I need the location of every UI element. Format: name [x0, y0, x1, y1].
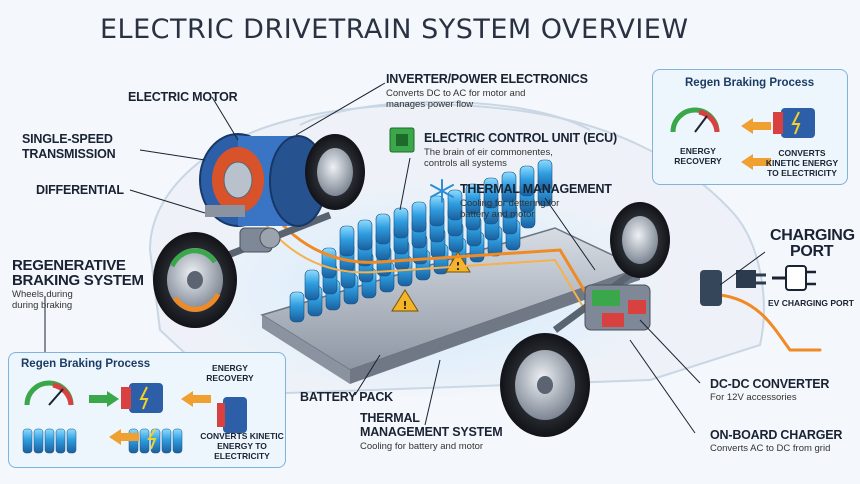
regen-box-converts: CONVERTS KINETIC ENERGY TO ELECTRICITY	[200, 431, 284, 461]
label-charging-2: PORT	[790, 243, 834, 260]
battery-cell	[161, 428, 172, 454]
svg-text:!: !	[402, 299, 407, 312]
rear-wheel-left	[500, 333, 590, 437]
battery-cell	[289, 291, 305, 323]
regen-box-title: Regen Braking Process	[21, 358, 151, 370]
motor-icon	[121, 383, 163, 413]
page-title: ELECTRIC DRIVETRAIN SYSTEM OVERVIEW	[100, 14, 689, 45]
label-ecu-desc: The brain of eir commonentes, controls a…	[424, 147, 553, 169]
label-ecu: ELECTRIC CONTROL UNIT (ECU)	[424, 131, 617, 145]
battery-cell	[411, 201, 427, 233]
regen-box-energy-recovery: ENERGY RECOVERY	[674, 146, 722, 166]
battery-cell	[66, 428, 77, 454]
label-charging-1: CHARGING	[770, 227, 855, 244]
label-battery-pack: BATTERY PACK	[300, 390, 393, 404]
battery-cell	[55, 428, 66, 454]
regen-process-box-top: Regen Braking Process ENERGY RECOVERY CO…	[652, 69, 848, 185]
battery-cell	[501, 171, 517, 203]
battery-cell	[33, 428, 44, 454]
battery-cell	[44, 428, 55, 454]
battery-icon	[22, 428, 183, 454]
label-inverter-desc: Converts DC to AC for motor and manages …	[386, 88, 526, 110]
motor-icon	[773, 108, 815, 138]
label-tms-desc: Cooling for battery and motor	[360, 441, 484, 452]
gauge-icon	[670, 107, 720, 133]
battery-cell	[139, 428, 150, 454]
label-obc-desc: Converts AC to DC from grid	[710, 443, 831, 454]
charging-port-graphic	[700, 270, 766, 306]
label-obc: ON-BOARD CHARGER	[710, 428, 843, 442]
arrow-right-icon	[89, 391, 119, 407]
front-wheel-right	[305, 134, 365, 210]
regen-box-converts: CONVERTS KINETIC ENERGY TO ELECTRICITY	[765, 148, 839, 178]
chip-icon	[389, 127, 415, 153]
battery-cell	[519, 165, 535, 197]
label-charging-desc: EV CHARGING PORT	[768, 298, 854, 308]
arrow-left-icon	[109, 429, 139, 445]
arrow-left-icon	[181, 391, 211, 407]
label-thermal-management: THERMAL MANAGEMENT	[460, 182, 612, 196]
regen-box-top-graphic	[670, 107, 815, 170]
battery-cell	[172, 428, 183, 454]
gauge-icon	[24, 380, 74, 406]
battery-cell	[357, 219, 373, 251]
label-inverter: INVERTER/POWER ELECTRONICS	[386, 72, 588, 86]
label-regen-1: REGENERATIVE	[12, 257, 126, 274]
regen-box-bottom-graphic	[22, 380, 247, 454]
battery-pack-graphic	[260, 227, 642, 384]
leader-lines	[44, 82, 766, 434]
plug-icon	[772, 265, 816, 291]
battery-cell	[429, 195, 445, 227]
label-dcdc-desc: For 12V accessories	[710, 392, 797, 403]
label-tms-2: MANAGEMENT SYSTEM	[360, 425, 503, 439]
battery-cell	[150, 428, 161, 454]
front-wheel-left	[153, 232, 237, 328]
label-thermal-desc: Cooling for dettering for battery and mo…	[460, 198, 560, 220]
battery-cell	[537, 159, 553, 191]
label-electric-motor: ELECTRIC MOTOR	[128, 90, 238, 104]
snowflake-icon	[430, 179, 454, 203]
battery-cell	[393, 207, 409, 239]
label-transmission-2: TRANSMISSION	[22, 147, 116, 161]
regen-box-title: Regen Braking Process	[685, 77, 815, 89]
label-regen-desc: Wheels during during braking	[12, 289, 73, 311]
regen-box-energy-recovery: ENERGY RECOVERY	[206, 363, 254, 383]
battery-cell	[339, 225, 355, 257]
label-transmission-1: SINGLE-SPEED	[22, 132, 113, 146]
battery-cell	[465, 183, 481, 215]
battery-cell	[22, 428, 33, 454]
battery-cell	[447, 189, 463, 221]
battery-cell	[375, 213, 391, 245]
lightning-icon	[147, 428, 157, 450]
arrow-left-icon	[741, 118, 771, 134]
label-regen-2: BRAKING SYSTEM	[12, 272, 144, 289]
battery-cell	[483, 177, 499, 209]
label-differential: DIFFERENTIAL	[36, 183, 124, 197]
motor-icon	[217, 397, 247, 433]
regen-process-box-bottom: Regen Braking Process ENERGY RECOVERY	[8, 352, 286, 468]
electric-motor-graphic	[199, 133, 327, 227]
battery-cell	[304, 269, 320, 301]
label-tms-1: THERMAL	[360, 411, 420, 425]
arrow-left-icon	[741, 154, 771, 170]
rear-wheel-right	[610, 202, 670, 278]
label-dcdc: DC-DC CONVERTER	[710, 377, 830, 391]
